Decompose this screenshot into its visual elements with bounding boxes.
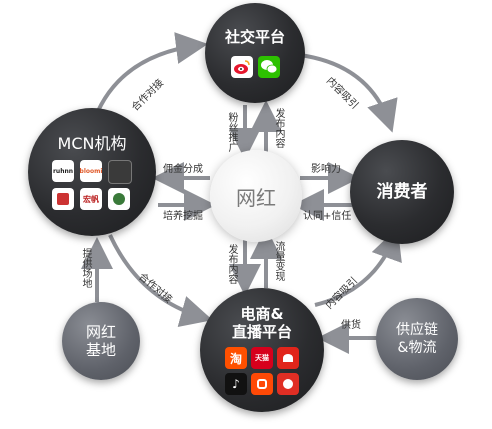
edge-label-trust: 认同+信任 [303,211,352,222]
mcn-logo-4-icon [52,188,74,210]
edge-label-publish-top: 发布内容 [273,108,284,148]
bloomi-logo-icon: bloomi [80,160,102,182]
edge-label-supply: 供货 [341,320,361,331]
social-platform-title: 社交平台 [224,28,285,46]
edge-label-monetize: 流量变现 [273,241,284,281]
taobao-icon: 淘 [225,347,247,369]
supply-title-line1: 供应链 [396,322,438,338]
edge-label-influence: 影响力 [311,164,341,175]
edge-label-commission: 佣金分成 [163,164,203,175]
wechat-icon [257,56,280,78]
arrow-social-consumer [299,53,398,133]
edge-label-venue: 提供场地 [80,248,91,288]
kuaishou-icon [251,373,273,395]
pinduoduo-icon [277,373,299,395]
jd-icon [277,347,299,369]
ecommerce-node: 电商& 直播平台 淘 天猫 ♪ [200,288,324,412]
consumer-node: 消费者 [350,140,454,244]
center-node: 网红 [210,150,302,242]
social-platform-node: 社交平台 [205,3,305,103]
arrow-mcn-social [93,32,208,119]
arrow-ecom-consumer [314,227,402,307]
influencer-base-node: 网红 基地 [62,302,140,380]
ecommerce-title-line1: 电商& [240,305,284,323]
edge-label-fans-promo: 粉丝推广 [226,112,237,152]
consumer-title: 消费者 [376,182,428,202]
mcn-logo-6-icon [108,188,130,210]
ruhnn-logo-icon: ruhnn [52,160,74,182]
supply-title-line2: &物流 [397,340,437,356]
center-label: 网红 [236,185,276,210]
hongfan-logo-icon: 宏帆 [80,188,102,210]
edge-label-cultivate: 培养挖掘 [163,211,203,222]
base-title-line1: 网红 [85,323,116,341]
tiktok-icon: ♪ [225,373,247,395]
mcn-title: MCN机构 [57,134,127,153]
supply-chain-node: 供应链 &物流 [376,298,458,380]
mcn-logo-3-icon [108,160,132,184]
tmall-icon: 天猫 [251,347,273,369]
mcn-node: MCN机构 ruhnn bloomi 宏帆 [28,108,156,236]
arrow-mcn-ecom [108,234,213,328]
ecommerce-title-line2: 直播平台 [231,323,292,341]
edge-label-publish-bottom: 发布内容 [226,244,237,284]
weibo-icon [230,56,253,78]
base-title-line2: 基地 [85,341,116,359]
